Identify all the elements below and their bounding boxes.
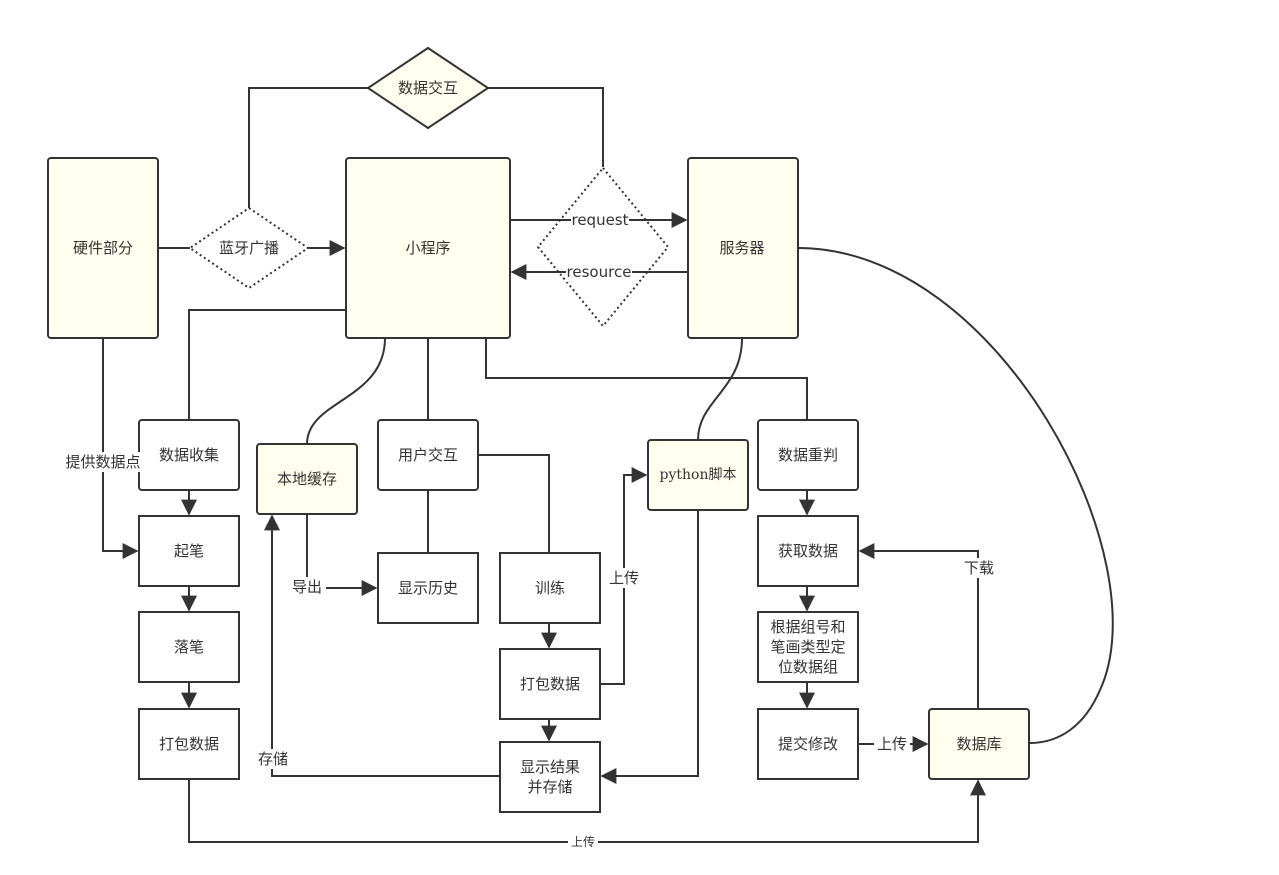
locate-box [757,611,859,683]
edge-mini-rejudge [485,338,808,420]
miniprogram-box [345,157,511,339]
train-label: 训练 [535,579,565,597]
edge-mini-collect [188,309,346,420]
local-cache-label: 本地缓存 [277,470,337,488]
edge-exchange-left [248,87,368,208]
edge-labels: request resource 提供数据点 导出 上传 下载 存储 上传 上传 [65,211,994,849]
pen-down-label: 起笔 [174,542,204,560]
edge-user-train [478,454,550,552]
pen-down-box [138,515,240,587]
upload-db-label: 上传 [877,735,907,753]
train-box [499,552,601,624]
edge-result-cache [264,514,500,777]
hardware-label: 硬件部分 [73,239,133,257]
edge-exchange-right [488,87,604,167]
submit-edit-box [757,708,859,780]
show-history-label: 显示历史 [398,579,458,597]
export-label: 导出 [292,578,322,596]
data-exchange-label: 数据交互 [398,79,458,97]
show-result-label-line2: 并存储 [527,778,572,796]
edge-hardware-pendown [102,338,139,559]
pen-up-box [138,611,240,683]
node-labels: 数据交互 硬件部分 蓝牙广播 小程序 服务器 数据收集 本地缓存 用户交互 py… [73,79,1002,796]
store-label: 存储 [258,750,288,768]
nodes [47,46,1030,813]
edge-server-database [797,247,1114,744]
show-result-box [499,741,601,813]
python-script-box [647,439,749,511]
pack-data-left-label: 打包数据 [159,735,219,753]
data-collect-label: 数据收集 [159,446,219,464]
get-data-label: 获取数据 [778,542,838,560]
edge-server-python [697,337,743,441]
locate-label-line1: 根据组号和 [770,618,845,636]
database-box [928,708,1030,780]
miniprogram-label: 小程序 [405,239,450,257]
gateway-diamond [536,166,670,328]
pen-up-label: 落笔 [174,638,204,656]
edge-database-get [858,543,979,709]
data-exchange-diamond [366,46,490,130]
submit-edit-label: 提交修改 [778,735,838,753]
data-rejudge-box [757,419,859,491]
request-label: request [571,211,628,229]
bluetooth-label: 蓝牙广播 [219,239,279,257]
user-interaction-box [377,419,479,491]
python-script-label: python脚本 [660,467,737,483]
pack-data-mid-label: 打包数据 [520,675,580,693]
show-result-label-line1: 显示结果 [520,758,580,776]
edge-python-result [600,510,699,784]
edge-label-backgrounds [61,210,996,850]
server-box [687,157,799,339]
data-rejudge-label: 数据重判 [778,446,838,464]
download-label: 下载 [964,559,994,577]
user-interaction-label: 用户交互 [398,446,458,464]
locate-label-line3: 位数据组 [778,658,838,676]
provide-points-label: 提供数据点 [65,453,140,471]
get-data-box [757,515,859,587]
edge-cache-history [306,514,378,596]
upload-bottom-label: 上传 [571,834,595,849]
upload-python-label: 上传 [609,569,639,587]
server-label: 服务器 [719,239,764,257]
database-label: 数据库 [956,735,1001,753]
show-history-box [377,552,479,624]
hardware-box [47,157,159,339]
local-cache-box [256,443,358,515]
edge-mini-cache [306,337,386,445]
locate-label-line2: 笔画类型定 [770,638,845,656]
pack-data-mid-box [499,648,601,720]
pack-data-left-box [138,708,240,780]
resource-label: resource [567,263,632,281]
